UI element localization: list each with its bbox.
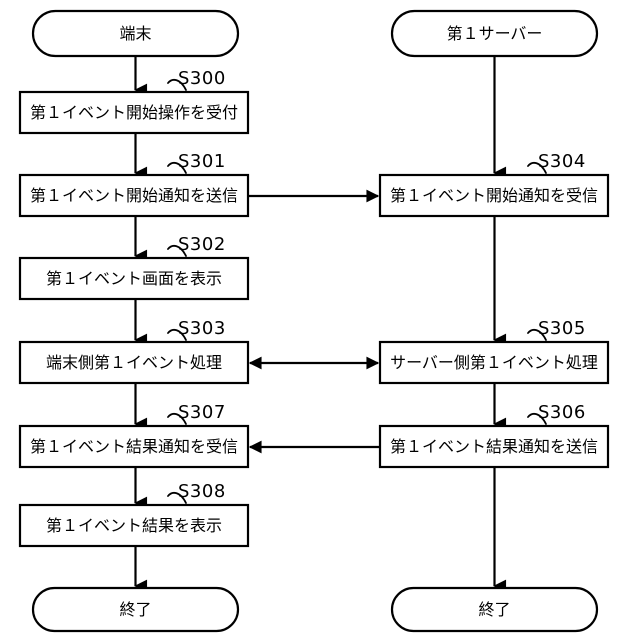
s308-leader-line xyxy=(167,491,187,504)
step-node-s308: 第１イベント結果を表示 xyxy=(18,503,250,548)
end-terminal-node: 終了 xyxy=(31,586,240,633)
s300-step-code: S300 xyxy=(178,68,226,89)
s300-leader-line xyxy=(167,78,187,91)
start-server-node: 第１サーバー xyxy=(390,9,599,58)
s305-step-code: S305 xyxy=(538,318,586,339)
s301-step-code: S301 xyxy=(178,151,226,172)
s307-step-code: S307 xyxy=(178,402,226,423)
step-node-s306: 第１イベント結果通知を送信 xyxy=(378,424,610,469)
start-terminal-label: 端末 xyxy=(119,24,151,43)
step-node-s301: 第１イベント開始通知を送信 xyxy=(18,173,250,218)
end-terminal-shape xyxy=(31,586,240,633)
start-server-label: 第１サーバー xyxy=(447,24,543,43)
s303-leader-line xyxy=(167,328,187,341)
s304-leader-line xyxy=(527,161,547,174)
s302-label: 第１イベント画面を表示 xyxy=(46,269,222,288)
s308-shape xyxy=(18,503,250,548)
s303-label: 端末側第１イベント処理 xyxy=(46,353,222,372)
step-node-s304: 第１イベント開始通知を受信 xyxy=(378,173,610,218)
s300-shape xyxy=(18,90,250,135)
s303-shape xyxy=(18,340,250,385)
end-terminal-label: 終了 xyxy=(119,600,151,619)
s306-leader-line xyxy=(527,412,547,425)
step-node-s303: 端末側第１イベント処理 xyxy=(18,340,250,385)
start-terminal-node: 端末 xyxy=(31,9,240,58)
s307-leader-line xyxy=(167,412,187,425)
s304-shape xyxy=(378,173,610,218)
end-server-shape xyxy=(390,586,599,633)
s308-label: 第１イベント結果を表示 xyxy=(46,516,222,535)
s301-label: 第１イベント開始通知を送信 xyxy=(30,186,238,205)
s301-leader-line xyxy=(167,161,187,174)
s306-label: 第１イベント結果通知を送信 xyxy=(390,437,598,456)
s305-label: サーバー側第１イベント処理 xyxy=(390,353,598,372)
step-node-s307: 第１イベント結果通知を受信 xyxy=(18,424,250,469)
s307-label: 第１イベント結果通知を受信 xyxy=(30,437,238,456)
s307-shape xyxy=(18,424,250,469)
step-node-s300: 第１イベント開始操作を受付 xyxy=(18,90,250,135)
s306-step-code: S306 xyxy=(538,402,586,423)
s304-step-code: S304 xyxy=(538,151,586,172)
s302-step-code: S302 xyxy=(178,234,226,255)
s303-step-code: S303 xyxy=(178,318,226,339)
s302-shape xyxy=(18,256,250,301)
s302-leader-line xyxy=(167,244,187,257)
s308-step-code: S308 xyxy=(178,481,226,502)
s305-leader-line xyxy=(527,328,547,341)
end-server-node: 終了 xyxy=(390,586,599,633)
end-server-label: 終了 xyxy=(478,600,510,619)
s300-label: 第１イベント開始操作を受付 xyxy=(30,103,238,122)
step-node-s305: サーバー側第１イベント処理 xyxy=(378,340,610,385)
s304-label: 第１イベント開始通知を受信 xyxy=(390,186,598,205)
step-node-s302: 第１イベント画面を表示 xyxy=(18,256,250,301)
